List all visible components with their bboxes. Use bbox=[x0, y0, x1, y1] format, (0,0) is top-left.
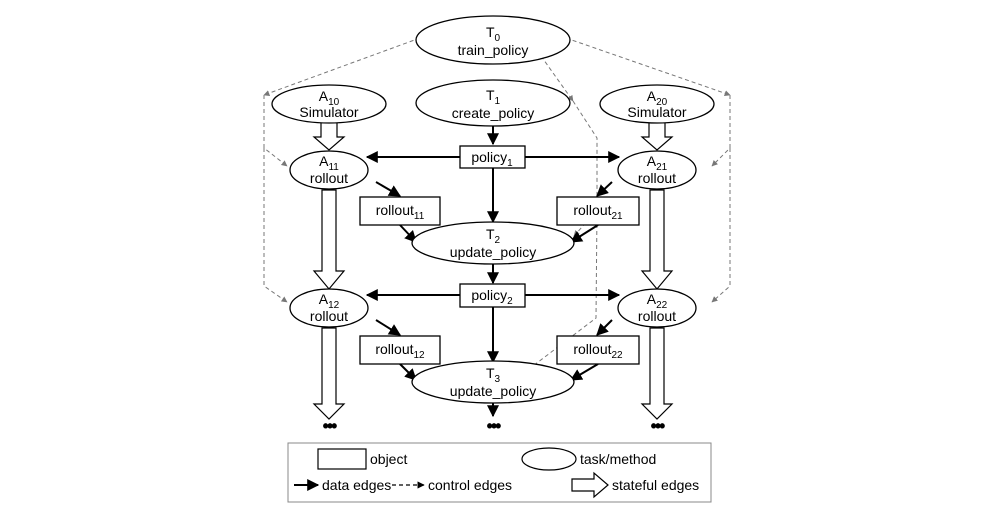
control-edge-t0-t1 bbox=[540, 55, 574, 102]
data-edge-rollout21-t2 bbox=[569, 224, 599, 243]
node-rollout12[interactable]: rollout12 bbox=[359, 335, 441, 365]
svg-text:T3: T3 bbox=[486, 365, 501, 385]
node-t2-name: update_policy bbox=[450, 244, 536, 260]
stateful-edge-a10-a11 bbox=[312, 120, 346, 151]
node-rollout22[interactable]: rollout22 bbox=[556, 335, 640, 365]
node-a21-name: rollout bbox=[638, 170, 676, 186]
node-a21[interactable]: A21 rollout bbox=[617, 150, 697, 190]
svg-text:A12: A12 bbox=[319, 291, 340, 311]
node-a22[interactable]: A22 rollout bbox=[617, 288, 697, 328]
continuation-left: ••• bbox=[323, 416, 338, 436]
control-edges bbox=[263, 37, 731, 370]
node-t3[interactable]: T3 update_policy bbox=[411, 360, 575, 404]
node-t1-name: create_policy bbox=[452, 105, 535, 121]
svg-text:T1: T1 bbox=[486, 87, 501, 107]
legend: object task/method data edges control ed… bbox=[287, 442, 712, 503]
svg-text:rollout22: rollout22 bbox=[573, 341, 623, 361]
legend-stateful-label: stateful edges bbox=[612, 477, 699, 493]
stateful-edge-a21-a22 bbox=[640, 189, 674, 290]
node-rollout11[interactable]: rollout11 bbox=[359, 196, 441, 226]
node-t0-name: train_policy bbox=[458, 42, 529, 58]
svg-text:A21: A21 bbox=[647, 153, 668, 173]
node-rollout21[interactable]: rollout21 bbox=[556, 196, 640, 226]
legend-task-swatch bbox=[521, 447, 577, 471]
node-t0[interactable]: T0 train_policy bbox=[415, 15, 571, 65]
node-a10[interactable]: A10 Simulator bbox=[271, 84, 387, 124]
data-edges bbox=[365, 126, 621, 418]
svg-text:policy1: policy1 bbox=[471, 149, 513, 169]
node-a10-name: Simulator bbox=[299, 104, 358, 120]
node-a20-name: Simulator bbox=[627, 104, 686, 120]
continuation-center: ••• bbox=[487, 416, 502, 436]
svg-text:A11: A11 bbox=[319, 153, 339, 173]
svg-text:T0: T0 bbox=[486, 24, 501, 44]
node-policy2[interactable]: policy2 bbox=[459, 283, 526, 308]
legend-object-label: object bbox=[370, 451, 407, 467]
svg-text:rollout21: rollout21 bbox=[573, 202, 623, 222]
node-a20[interactable]: A20 Simulator bbox=[599, 84, 715, 124]
control-edge-t0-a12 bbox=[263, 148, 288, 303]
node-a11[interactable]: A11 rollout bbox=[289, 150, 369, 190]
node-a11-name: rollout bbox=[310, 170, 348, 186]
node-t3-name: update_policy bbox=[450, 383, 536, 399]
data-edge-a12-rollout12 bbox=[375, 319, 402, 336]
control-edge-t0-t3 bbox=[528, 209, 598, 370]
stateful-edges bbox=[312, 120, 674, 420]
control-edge-t0-a21 bbox=[711, 95, 731, 167]
control-edge-t0-a20 bbox=[565, 37, 731, 97]
node-a22-name: rollout bbox=[638, 308, 676, 324]
legend-control-label: control edges bbox=[428, 477, 512, 493]
legend-data-label: data edges bbox=[322, 477, 391, 493]
legend-task-label: task/method bbox=[580, 451, 656, 467]
node-a12-name: rollout bbox=[310, 308, 348, 324]
data-edge-a22-rollout22 bbox=[596, 319, 613, 336]
svg-text:A10: A10 bbox=[319, 88, 340, 108]
node-policy1[interactable]: policy1 bbox=[459, 145, 526, 169]
svg-text:A22: A22 bbox=[647, 291, 668, 311]
control-edge-t0-a22 bbox=[711, 148, 731, 303]
node-a12[interactable]: A12 rollout bbox=[289, 288, 369, 328]
legend-object-swatch bbox=[317, 448, 367, 470]
data-edge-rollout22-t3 bbox=[569, 363, 599, 381]
stateful-edge-a22-continue bbox=[640, 327, 674, 420]
svg-text:rollout11: rollout11 bbox=[376, 202, 425, 222]
svg-text:T2: T2 bbox=[486, 226, 501, 246]
continuation-right: ••• bbox=[651, 416, 666, 436]
node-t2[interactable]: T2 update_policy bbox=[411, 221, 575, 265]
svg-text:policy2: policy2 bbox=[471, 287, 513, 307]
svg-text:A20: A20 bbox=[647, 88, 668, 108]
legend-stateful-edge-swatch bbox=[571, 471, 609, 499]
node-t1[interactable]: T1 create_policy bbox=[415, 79, 571, 127]
stateful-edge-a20-a21 bbox=[640, 120, 674, 151]
data-edge-a11-rollout11 bbox=[375, 181, 402, 197]
stateful-edge-a12-continue bbox=[312, 327, 346, 420]
data-edge-a21-rollout21 bbox=[596, 181, 613, 197]
stateful-edge-a11-a12 bbox=[312, 189, 346, 290]
svg-text:rollout12: rollout12 bbox=[375, 341, 425, 361]
